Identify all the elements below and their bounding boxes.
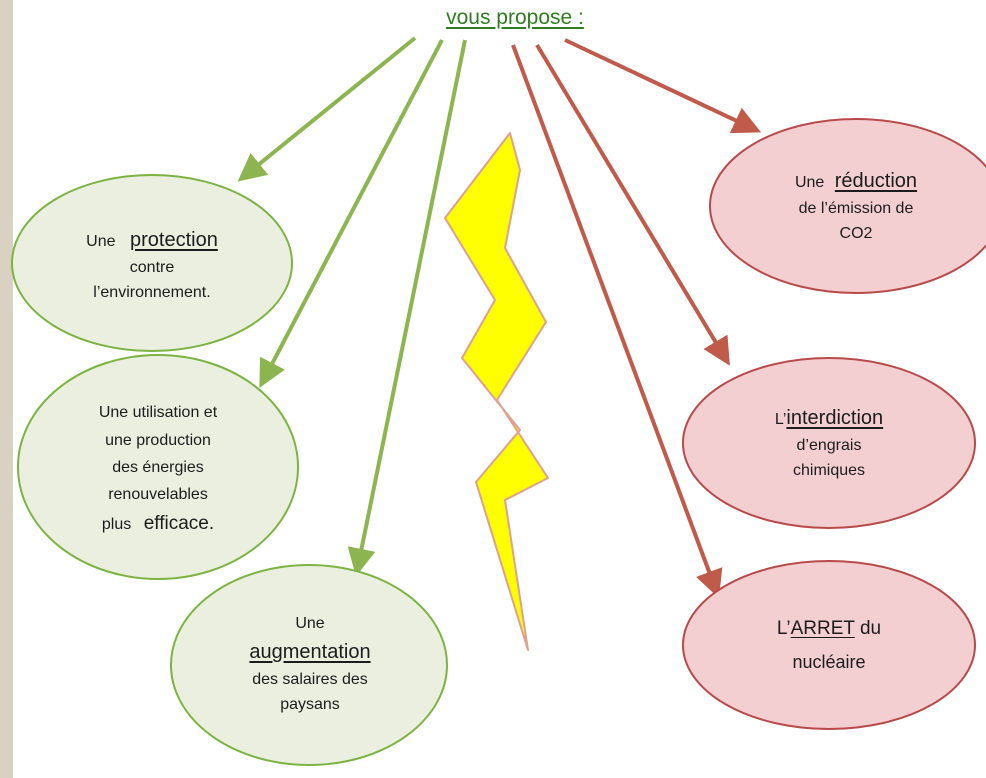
ellipse-reduction (709, 118, 986, 294)
line-text: des énergies (112, 458, 204, 476)
line-text: d’engrais (796, 436, 862, 454)
prefix-text: L’ (776, 617, 791, 639)
line-une-protection: Une protection (86, 225, 218, 256)
line-text: nucléaire (792, 651, 866, 672)
bubble-energies: Une utilisation et une production des én… (28, 385, 288, 555)
bubble-protection: Une protection contre l’environnement. (22, 190, 282, 340)
keyword-interdiction: interdiction (786, 406, 884, 429)
left-border-strip (0, 0, 13, 778)
keyword-augmentation: augmentation (249, 641, 371, 664)
line-interdiction: L’interdiction (775, 403, 883, 434)
line-text: de l’émission de (798, 199, 914, 217)
prefix-text: L’ (774, 410, 787, 428)
ellipse-protection (11, 174, 293, 352)
arrow-to-protection (237, 36, 417, 182)
arrow-to-reduction (564, 38, 762, 134)
bubble-interdiction: L’interdiction d’engrais chimiques (699, 380, 959, 506)
prefix-text: Une (86, 232, 116, 250)
ellipse-arret (682, 560, 976, 730)
arrow-to-arret (511, 44, 723, 599)
bubble-reduction: Une réduction de l’émission de CO2 (726, 143, 986, 269)
prefix-text: Une (794, 173, 825, 191)
ellipse-energies (17, 354, 299, 580)
line-text: des salaires des (252, 671, 368, 689)
keyword-protection: protection (129, 228, 218, 251)
diagram-title: vous propose : (446, 6, 584, 29)
line-text: CO2 (839, 224, 873, 242)
arrow-to-energies (259, 39, 444, 388)
line-text: paysans (280, 695, 340, 713)
line-text: l’environnement. (93, 283, 211, 301)
keyword-arret: ARRET (790, 617, 855, 639)
prefix-text: Une (295, 615, 325, 633)
line-text: Une utilisation et (98, 404, 218, 422)
lightning-bolt-shape (444, 132, 549, 651)
ellipse-interdiction (682, 357, 976, 529)
line-arret: L’ARRET du (777, 612, 881, 646)
arrow-to-augmentation (347, 39, 467, 577)
keyword-reduction: réduction (834, 169, 918, 192)
prefix-text: plus (101, 516, 132, 534)
ellipse-augmentation (170, 564, 448, 766)
line-plus-efficace: plus efficace. (102, 508, 214, 540)
suffix-text: du (859, 617, 882, 639)
line-text: une production (105, 431, 211, 449)
bubble-augmentation: Une augmentation des salaires des paysan… (180, 600, 440, 730)
keyword-efficace: efficace. (143, 513, 215, 535)
line-text: chimiques (792, 461, 866, 479)
arrow-to-interdiction (535, 43, 730, 366)
line-text: contre (129, 258, 175, 276)
line-text: renouvelables (108, 486, 208, 504)
line-une-reduction: Une réduction (795, 166, 917, 197)
bubble-arret: L’ARRET du nucléaire (699, 600, 959, 690)
